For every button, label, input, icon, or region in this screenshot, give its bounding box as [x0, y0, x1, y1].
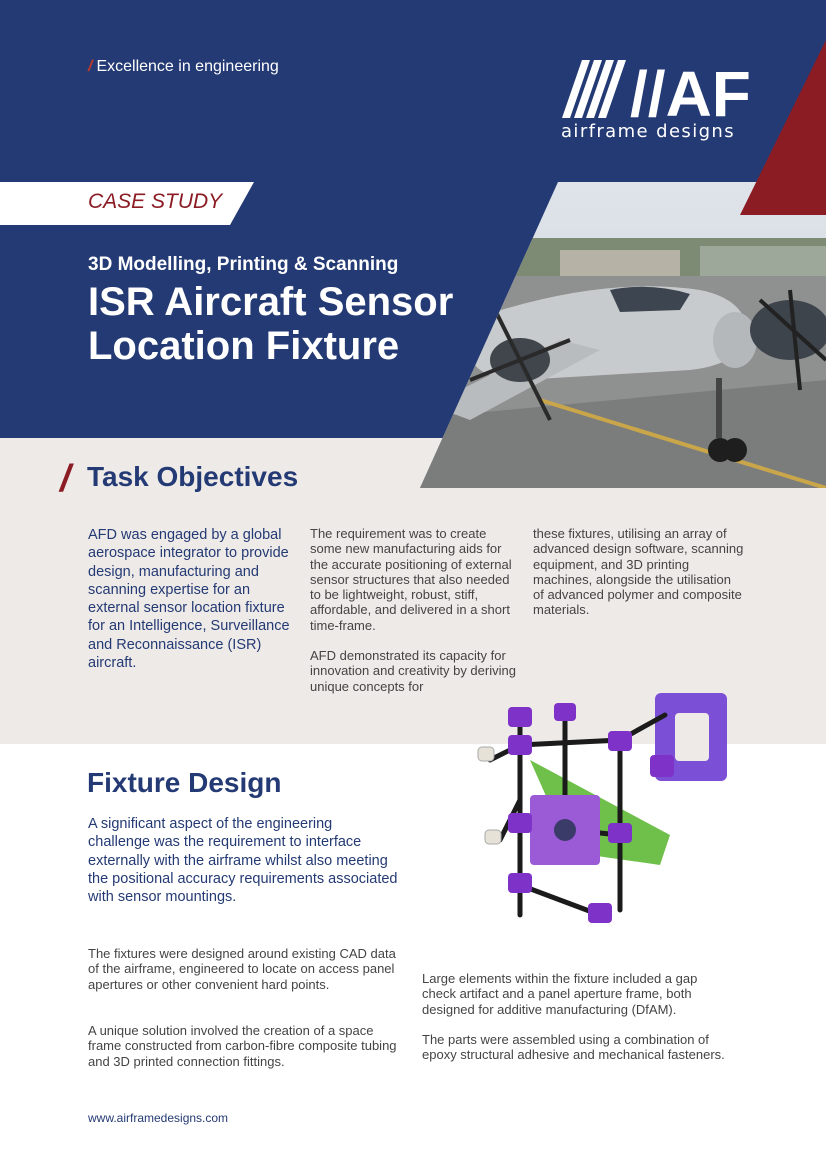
page-subtitle: 3D Modelling, Printing & Scanning [88, 254, 399, 275]
task-objectives-paragraph: The requirement was to create some new m… [310, 526, 512, 633]
footer-website-link[interactable]: www.airframedesigns.com [88, 1111, 229, 1125]
fixture-design-paragraph: Large elements within the fixture includ… [422, 971, 698, 1017]
fixture-3d-render [477, 693, 727, 923]
tagline: /Excellence in engineering [88, 58, 279, 76]
aircraft-photo [420, 40, 826, 488]
afd-logo[interactable]: //AFD [560, 58, 750, 148]
slash-accent-icon: / [88, 58, 93, 75]
task-objectives-lead: AFD was engaged by a global aerospace in… [88, 527, 290, 672]
fixture-design-paragraph: A unique solution involved the creation … [88, 1023, 397, 1069]
fixture-design-lead: A significant aspect of the engineering … [88, 816, 398, 906]
fixture-design-paragraph: The fixtures were designed around existi… [88, 946, 396, 992]
logo-subtitle: airframe designs [561, 121, 736, 142]
page-title: ISR Aircraft Sensor Location Fixture [88, 280, 454, 368]
tagline-text: Excellence in engineering [96, 58, 279, 75]
task-objectives-paragraph: these fixtures, utilising an array of ad… [533, 526, 744, 618]
task-objectives-paragraph: AFD demonstrated its capacity for innova… [310, 648, 516, 694]
case-study-label: CASE STUDY [88, 190, 223, 213]
logo-mark-text: //AFD [630, 58, 750, 130]
fixture-design-paragraph: The parts were assembled using a combina… [422, 1032, 725, 1063]
fixture-design-heading: Fixture Design [87, 767, 282, 798]
section-slash-icon: / [60, 458, 71, 500]
case-study-banner [0, 182, 254, 225]
task-objectives-heading: Task Objectives [87, 461, 299, 492]
